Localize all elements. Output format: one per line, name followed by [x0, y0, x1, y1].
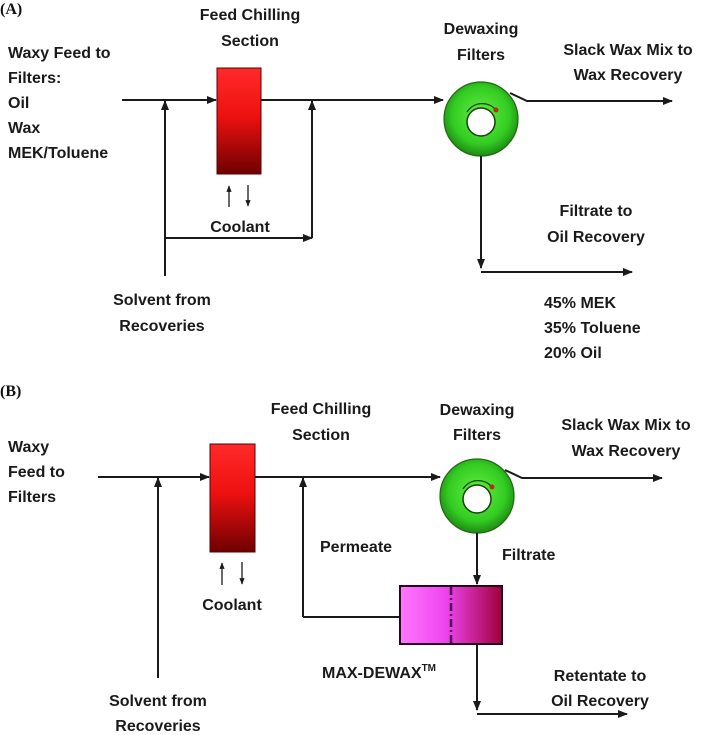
retentate-label-line1: Retentate to	[554, 668, 647, 685]
membrane-trademark: TM	[422, 663, 436, 674]
slack-label-line2: Wax Recovery	[574, 67, 683, 84]
permeate-label: Permeate	[320, 539, 392, 556]
coolant-b-label: Coolant	[202, 597, 262, 614]
panel-b-label: (B)	[0, 383, 21, 400]
feed-label-line1: Waxy Feed to	[8, 45, 111, 62]
membrane-label: MAX-DEWAXTM	[322, 663, 436, 682]
panel-b: (B) Feed Chilling Section Waxy Feed to F…	[0, 383, 691, 735]
feed-label-line2: Filters:	[8, 70, 61, 87]
feed-label-line5: MEK/Toluene	[8, 145, 108, 162]
filtrate-label-line1: Filtrate to	[560, 203, 633, 220]
filtrate-label-line2: Oil Recovery	[547, 229, 645, 246]
slack-wax-b-line	[504, 469, 663, 482]
feed-label-line3: Oil	[8, 95, 29, 112]
feed-b-label-line1: Waxy	[8, 439, 49, 456]
chiller-label-line2: Section	[221, 33, 279, 50]
feed-chiller-b	[209, 443, 256, 553]
chiller-b-label-line2: Section	[292, 427, 350, 444]
filter-b-label-line2: Filters	[453, 427, 501, 444]
solvent-b-label-line2: Recoveries	[115, 718, 200, 735]
filter-label-line1: Dewaxing	[444, 21, 519, 38]
chiller-b-label-line1: Feed Chilling	[271, 401, 371, 418]
panel-a-label: (A)	[0, 1, 22, 18]
composition-toluene: 35% Toluene	[544, 320, 641, 337]
max-dewax-membrane-unit	[399, 585, 503, 645]
membrane-label-text: MAX-DEWAX	[322, 665, 422, 682]
slack-wax-line	[509, 92, 673, 105]
feed-b-label-line2: Feed to	[8, 464, 65, 481]
composition-oil: 20% Oil	[544, 345, 602, 362]
chiller-label-line1: Feed Chilling	[200, 7, 300, 24]
rotary-filter-b-icon	[439, 458, 515, 534]
slack-label-line1: Slack Wax Mix to	[563, 42, 692, 59]
feed-chiller	[216, 67, 262, 175]
slack-b-label-line1: Slack Wax Mix to	[561, 417, 690, 434]
filter-label-line2: Filters	[457, 47, 505, 64]
solvent-label-line2: Recoveries	[119, 318, 204, 335]
feed-b-label-line3: Filters	[8, 489, 56, 506]
solvent-b-label-line1: Solvent from	[109, 693, 207, 710]
feed-label-line4: Wax	[8, 120, 40, 137]
composition-mek: 45% MEK	[544, 295, 616, 312]
coolant-label: Coolant	[210, 219, 270, 236]
filter-b-label-line1: Dewaxing	[440, 402, 515, 419]
solvent-label-line1: Solvent from	[113, 292, 211, 309]
panel-a: (A) Feed Chilling Section Waxy Feed to F…	[0, 1, 693, 362]
retentate-label-line2: Oil Recovery	[551, 693, 649, 710]
rotary-filter-icon	[443, 81, 519, 157]
slack-b-label-line2: Wax Recovery	[572, 443, 681, 460]
filtrate-b-label: Filtrate	[502, 547, 555, 564]
